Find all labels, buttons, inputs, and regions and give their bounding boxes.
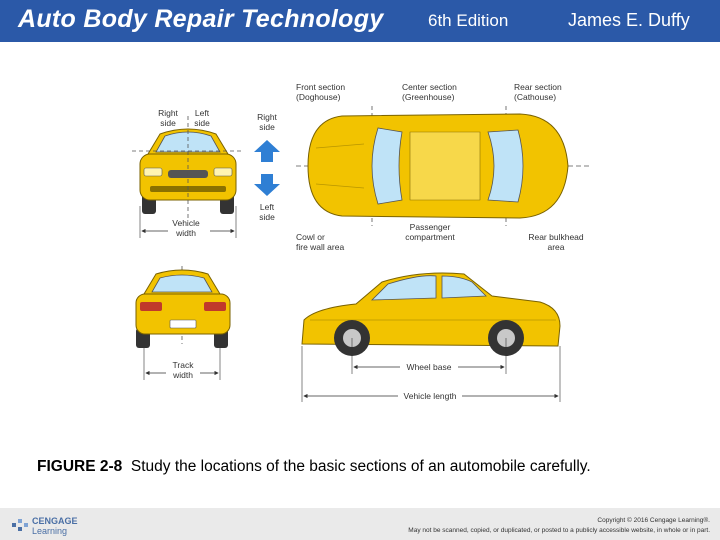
right-side-arrow-label-2: side: [259, 122, 275, 132]
rear-bulkhead-label-1: Rear bulkhead: [528, 232, 584, 242]
svg-text:Passenger: Passenger: [410, 222, 451, 232]
svg-text:compartment: compartment: [405, 232, 455, 242]
svg-text:(Doghouse): (Doghouse): [296, 92, 341, 102]
rear-bulkhead-label-2: area: [547, 242, 564, 252]
svg-text:Left: Left: [260, 202, 275, 212]
logo-text-top: CENGAGE: [32, 516, 78, 526]
svg-text:fire wall area: fire wall area: [296, 242, 344, 252]
svg-text:Vehicle length: Vehicle length: [404, 391, 457, 401]
title-banner: Auto Body Repair Technology 6th Edition …: [0, 0, 720, 42]
cengage-logo-icon: [12, 519, 28, 531]
svg-text:area: area: [547, 242, 564, 252]
passenger-label-2: compartment: [405, 232, 455, 242]
cowl-label-2: fire wall area: [296, 242, 344, 252]
svg-text:width: width: [175, 228, 196, 238]
rear-view-car: [135, 266, 231, 348]
left-side-label-2: side: [194, 118, 210, 128]
left-side-arrow-label-2: side: [259, 212, 275, 222]
book-author: James E. Duffy: [568, 10, 690, 30]
center-section-label-1: Center section: [402, 82, 457, 92]
svg-text:Rear bulkhead: Rear bulkhead: [528, 232, 584, 242]
right-side-label-2: side: [160, 118, 176, 128]
front-section-label-2: (Doghouse): [296, 92, 341, 102]
svg-text:(Cathouse): (Cathouse): [514, 92, 556, 102]
copyright-line: Copyright © 2016 Cengage Learning®.: [597, 517, 710, 524]
down-arrow-icon: [254, 174, 280, 196]
side-view-car: [301, 272, 561, 356]
copyright-notice: May not be scanned, copied, or duplicate…: [408, 527, 710, 534]
svg-text:Vehicle: Vehicle: [172, 218, 200, 228]
track-width-label-1: Track: [173, 360, 195, 370]
svg-text:side: side: [194, 118, 210, 128]
rear-section-label-2: (Cathouse): [514, 92, 556, 102]
svg-text:Cowl or: Cowl or: [296, 232, 325, 242]
right-side-arrow-label-1: Right: [257, 112, 277, 122]
svg-text:Right: Right: [257, 112, 277, 122]
front-view-car: [132, 116, 244, 221]
svg-text:Wheel base: Wheel base: [407, 362, 452, 372]
svg-text:Center section: Center section: [402, 82, 457, 92]
book-title: Auto Body Repair Technology: [18, 5, 384, 33]
passenger-label-1: Passenger: [410, 222, 451, 232]
figure-caption: FIGURE 2-8 Study the locations of the ba…: [37, 458, 591, 476]
svg-text:(Greenhouse): (Greenhouse): [402, 92, 455, 102]
front-section-label-1: Front section: [296, 82, 345, 92]
svg-text:Track: Track: [173, 360, 195, 370]
svg-text:side: side: [259, 122, 275, 132]
svg-text:Right: Right: [158, 108, 178, 118]
logo-text-bottom: Learning: [32, 526, 68, 536]
svg-text:width: width: [172, 370, 193, 380]
vehicle-width-label-2: width: [175, 228, 196, 238]
svg-text:Front section: Front section: [296, 82, 345, 92]
automobile-sections-figure: Right side Left side Vehicle width Right…: [120, 76, 600, 406]
figure-illustration: Right side Left side Vehicle width Right…: [132, 82, 590, 402]
wheel-base-label: Wheel base: [407, 362, 452, 372]
cowl-label-1: Cowl or: [296, 232, 325, 242]
footer: CENGAGE Learning Copyright © 2016 Cengag…: [0, 508, 720, 540]
figure-caption-label: FIGURE 2-8: [37, 458, 123, 475]
cengage-logo: CENGAGE Learning: [10, 515, 100, 537]
vehicle-length-label: Vehicle length: [404, 391, 457, 401]
up-arrow-icon: [254, 140, 280, 162]
svg-text:Rear section: Rear section: [514, 82, 562, 92]
svg-text:side: side: [259, 212, 275, 222]
center-section-label-2: (Greenhouse): [402, 92, 455, 102]
vehicle-width-label-1: Vehicle: [172, 218, 200, 228]
left-side-arrow-label-1: Left: [260, 202, 275, 212]
track-width-label-2: width: [172, 370, 193, 380]
svg-text:side: side: [160, 118, 176, 128]
book-edition: 6th Edition: [428, 11, 509, 30]
left-side-label-1: Left: [195, 108, 210, 118]
rear-section-label-1: Rear section: [514, 82, 562, 92]
svg-text:Left: Left: [195, 108, 210, 118]
right-side-label-1: Right: [158, 108, 178, 118]
figure-caption-text: Study the locations of the basic section…: [130, 458, 591, 475]
top-view-car: [296, 106, 590, 226]
